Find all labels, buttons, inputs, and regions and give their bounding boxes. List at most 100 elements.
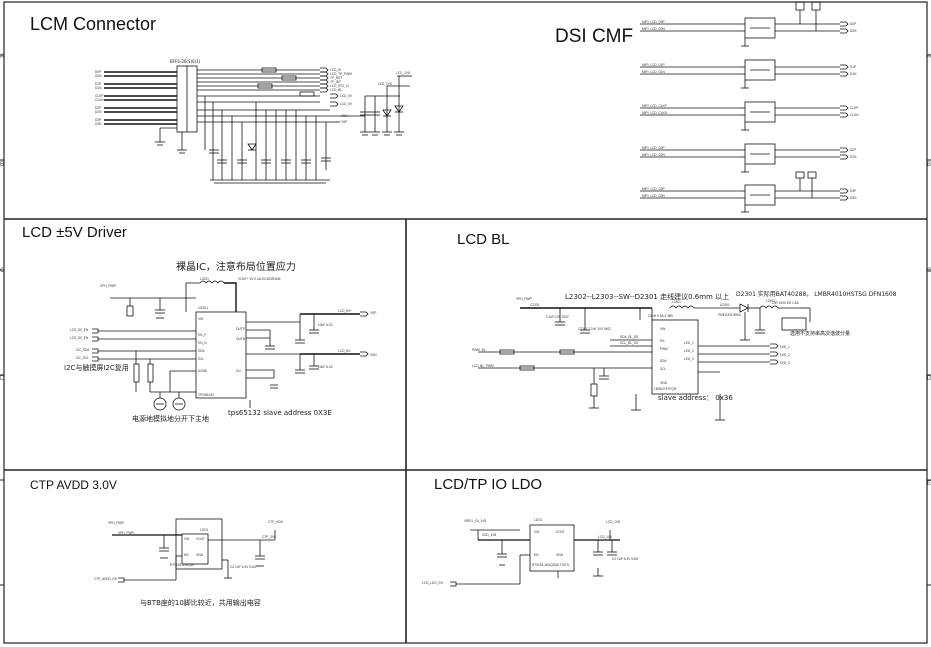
svg-text:VPH_PWR: VPH_PWR <box>108 521 124 525</box>
ctp-avdd-note: 与BTB座的10脚比较近，共用输出电容 <box>140 599 261 607</box>
svg-text:LCD_5V_EN: LCD_5V_EN <box>70 336 89 340</box>
svg-text:EN_N: EN_N <box>198 341 207 345</box>
svg-text:C: C <box>927 268 931 274</box>
svg-text:GND: GND <box>660 381 668 385</box>
svg-text:CTP_VDD: CTP_VDD <box>268 520 284 524</box>
svg-text:VSP: VSP <box>341 120 347 124</box>
svg-text:SCL_BL_DS: SCL_BL_DS <box>620 341 638 345</box>
svg-text:E: E <box>927 481 931 487</box>
svg-text:LED_2: LED_2 <box>780 353 790 357</box>
svg-text:MIPI_LCD_D0N: MIPI_LCD_D0N <box>642 27 666 31</box>
svg-text:LED_1: LED_1 <box>684 341 694 345</box>
svg-text:B: B <box>0 162 4 168</box>
svg-text:VIN: VIN <box>184 537 190 541</box>
svg-text:I2C_SCL: I2C_SCL <box>76 356 89 360</box>
svg-text:LED_2: LED_2 <box>684 349 694 353</box>
svg-text:OUTP: OUTP <box>236 327 245 331</box>
svg-text:VPH_PWR: VPH_PWR <box>516 297 532 301</box>
lcd-bl-note-trace: L2302--L2303--SW--D2301 走线建议0.6mm 以上 <box>565 293 730 301</box>
lcd-driver-note-slave: tps65132 slave address 0X3E <box>228 409 332 417</box>
svg-text:MIPI_LCD_D0P: MIPI_LCD_D0P <box>642 20 665 24</box>
svg-text:RT9193-18GQW(5-TSOT): RT9193-18GQW(5-TSOT) <box>532 563 569 567</box>
svg-text:D0N: D0N <box>850 29 857 33</box>
svg-text:VIN: VIN <box>534 530 540 534</box>
svg-text:RT9193-30GQW: RT9193-30GQW <box>170 563 194 567</box>
svg-text:GND: GND <box>556 553 564 557</box>
panel-title-ctp-avdd: CTP AVDD 3.0V <box>30 478 117 492</box>
svg-text:EN: EN <box>660 339 665 343</box>
svg-text:LCD_RST_N: LCD_RST_N <box>330 84 349 88</box>
svg-text:D1N: D1N <box>95 86 102 90</box>
panel-title-lcd-driver: LCD ±5V Driver <box>22 224 127 241</box>
svg-text:TPS65132: TPS65132 <box>198 393 214 397</box>
svg-text:SCL: SCL <box>198 357 204 361</box>
svg-text:PMEG4010BEA: PMEG4010BEA <box>718 313 742 317</box>
lcd-driver-circuit <box>92 280 369 411</box>
svg-text:C2 1UF 6.3V 0402: C2 1UF 6.3V 0402 <box>612 557 639 561</box>
svg-text:B: B <box>927 162 931 168</box>
svg-text:TP_RST: TP_RST <box>330 76 342 80</box>
lcd-bl-note-diode: D2301 实际用BAT40288， LMBR4010HSTSG DFN1608 <box>736 291 897 298</box>
svg-text:D2P: D2P <box>850 148 856 152</box>
svg-text:A: A <box>927 54 931 60</box>
svg-text:10UH 0.9A 3.36R: 10UH 0.9A 3.36R <box>648 314 674 318</box>
lcm-connector-ref: BFF6-20(S)6(1) <box>170 59 201 64</box>
svg-text:LCD_LDO_EN: LCD_LDO_EN <box>422 581 444 585</box>
svg-text:10uF 6.3V: 10uF 6.3V <box>318 323 334 327</box>
panel-title-lcm-connector: LCM Connector <box>30 14 157 34</box>
svg-text:PWM: PWM <box>660 347 668 351</box>
svg-text:VREG_S4_1V8: VREG_S4_1V8 <box>464 519 486 523</box>
svg-text:C2302 2.2uF 10V 0402: C2302 2.2uF 10V 0402 <box>578 327 611 331</box>
svg-text:VSP: VSP <box>370 311 376 315</box>
svg-text:VSN: VSN <box>370 353 377 357</box>
svg-text:VDD_1V8: VDD_1V8 <box>482 533 496 537</box>
svg-text:MIPI_LCD_D2P: MIPI_LCD_D2P <box>642 146 665 150</box>
svg-text:SDA: SDA <box>198 349 205 353</box>
svg-text:L2301: L2301 <box>672 300 681 304</box>
svg-text:LCD_5V+: LCD_5V+ <box>338 309 352 313</box>
svg-text:LED_1V8: LED_1V8 <box>378 82 392 86</box>
tps65132-body <box>195 311 247 399</box>
svg-text:D3P: D3P <box>850 189 856 193</box>
dsi-cmf-circuit <box>640 1 849 213</box>
svg-text:D2P: D2P <box>95 106 101 110</box>
svg-text:LCD_ID: LCD_ID <box>330 68 342 72</box>
svg-text:LCD_5V_EN: LCD_5V_EN <box>70 328 89 332</box>
svg-text:D3N: D3N <box>850 196 857 200</box>
lcd-driver-note-top: 裸晶IC，注意布局位置应力 <box>176 262 296 273</box>
svg-text:LCD_5V: LCD_5V <box>340 94 353 98</box>
svg-text:LCD_5V: LCD_5V <box>340 102 353 106</box>
svg-text:D3N: D3N <box>95 122 102 126</box>
svg-text:LDO1: LDO1 <box>200 528 209 532</box>
lcd-driver-note-i2c: I2C与触摸屏I2C复用 <box>64 364 129 372</box>
svg-text:EN: EN <box>184 553 189 557</box>
svg-text:CLKN: CLKN <box>850 113 859 117</box>
svg-text:D0N: D0N <box>95 74 102 78</box>
svg-text:C2 1UF 6.3V 0402: C2 1UF 6.3V 0402 <box>230 565 257 569</box>
svg-text:OUTN: OUTN <box>236 337 246 341</box>
svg-text:2.2uF 10V 0402: 2.2uF 10V 0402 <box>546 315 569 319</box>
svg-text:C2301: C2301 <box>530 303 540 307</box>
svg-text:VPH_PWR: VPH_PWR <box>118 531 134 535</box>
svg-text:U2201: U2201 <box>198 306 208 310</box>
svg-text:MIPI_LCD_D1N: MIPI_LCD_D1N <box>642 70 666 74</box>
svg-text:LED_1: LED_1 <box>780 345 790 349</box>
svg-text:LED_3: LED_3 <box>780 361 790 365</box>
panel-title-dsi-cmf: DSI CMF <box>555 26 634 47</box>
svg-text:AGND: AGND <box>198 369 208 373</box>
svg-text:VIN: VIN <box>198 317 204 321</box>
svg-text:CLKP: CLKP <box>95 94 103 98</box>
lcd-bl-note-slave: slave address： 0x36 <box>658 394 733 402</box>
svg-text:LCD_BL_PWM: LCD_BL_PWM <box>472 364 494 368</box>
svg-text:LED_3: LED_3 <box>684 357 694 361</box>
svg-text:SCL: SCL <box>660 367 666 371</box>
svg-text:D: D <box>0 376 5 382</box>
lcm-connector-circuit <box>104 65 412 184</box>
svg-text:CN: CN <box>236 369 241 373</box>
svg-text:TP_INT: TP_INT <box>330 80 341 84</box>
svg-text:D2N: D2N <box>95 110 102 114</box>
svg-text:LCD_BL: LCD_BL <box>330 88 342 92</box>
